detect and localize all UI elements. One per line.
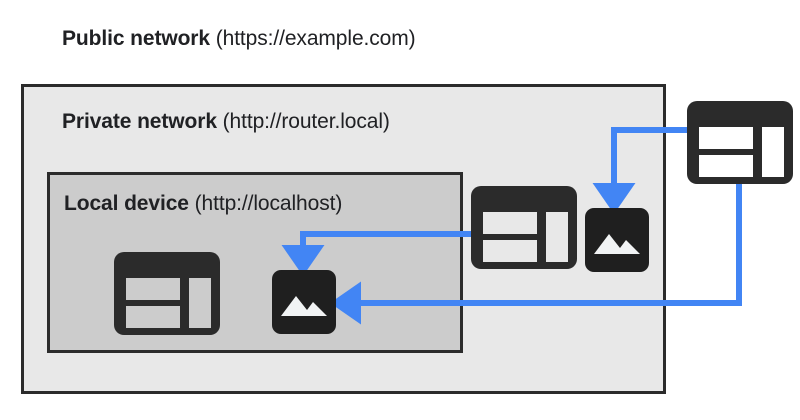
public-network-label-url: (https://example.com) (215, 27, 416, 50)
private-network-label-url: (http://router.local) (222, 110, 390, 133)
browser-window-icon-public-network (687, 101, 793, 184)
image-placeholder-icon-local-device (272, 270, 336, 334)
public-network-label-strong: Public network (62, 27, 210, 50)
local-device-label-strong: Local device (64, 192, 189, 215)
private-network-label: Private network (http://router.local) (62, 111, 390, 132)
local-device-label-url: (http://localhost) (194, 192, 343, 215)
browser-window-icon-local-device (114, 252, 220, 335)
local-device-label: Local device (http://localhost) (64, 193, 342, 214)
browser-window-icon-private-network (471, 186, 577, 269)
image-placeholder-icon-private-network (585, 208, 649, 272)
public-network-label: Public network (https://example.com) (62, 28, 416, 49)
private-network-label-strong: Private network (62, 110, 217, 133)
